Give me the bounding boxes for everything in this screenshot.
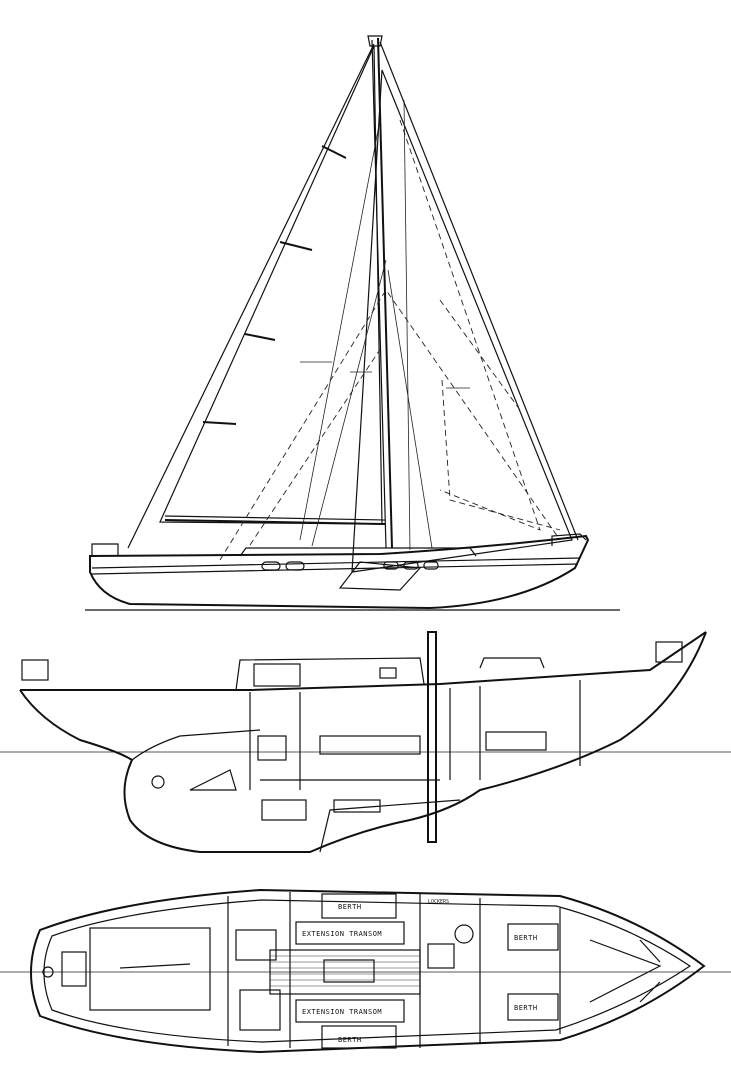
galley-counter — [235, 929, 277, 961]
mast — [377, 37, 393, 549]
batten-3 — [244, 333, 276, 341]
lazarette-hatch — [61, 951, 87, 987]
stern-fitting — [42, 966, 54, 978]
forward-lower — [403, 99, 411, 551]
porthole-1 — [261, 561, 281, 571]
bow-roller-2 — [639, 981, 661, 1003]
fwd-berth-upper — [507, 923, 559, 951]
saloon-table — [323, 959, 375, 983]
stern-pulpit — [91, 543, 119, 556]
shroud-3 — [387, 269, 433, 549]
ballast-keel — [319, 799, 461, 853]
label-berth-fwd-lower: BERTH — [514, 1004, 538, 1012]
label-berth-upper: BERTH — [338, 903, 362, 911]
rig-construction-2 — [249, 344, 384, 546]
profile-berth-fwd — [485, 731, 547, 751]
shroud-2 — [311, 259, 387, 547]
batten-1 — [321, 145, 347, 159]
sheer-stripe — [91, 563, 579, 575]
profile-hatch — [253, 663, 301, 687]
lower-transom — [295, 999, 405, 1023]
boom — [164, 519, 386, 525]
profile-cabin-trunk — [235, 657, 425, 691]
head-sink — [427, 943, 455, 969]
upper-berth — [321, 893, 397, 919]
forestay — [379, 41, 579, 541]
profile-galley — [257, 735, 287, 761]
lower-berth — [321, 1025, 397, 1049]
shroud-1 — [299, 119, 381, 541]
profile-fwd-hatch — [479, 657, 545, 669]
profile-port — [379, 667, 397, 679]
engine-box — [261, 799, 307, 821]
profile-counter — [131, 729, 261, 761]
mainsail — [159, 45, 383, 525]
profile-mast-step — [427, 631, 437, 843]
backstay — [127, 43, 375, 549]
bow-rail — [655, 641, 683, 663]
boom-top — [164, 515, 386, 521]
staysail-outline — [441, 379, 561, 531]
stern-rail — [21, 659, 49, 681]
sheer-line — [91, 557, 581, 569]
batten-2 — [279, 241, 313, 251]
saloon-sole — [269, 949, 421, 995]
hull-profile — [89, 534, 590, 610]
bow-pulpit — [551, 533, 587, 546]
upper-transom — [295, 921, 405, 945]
chain-locker — [589, 939, 662, 1003]
rig-construction-3 — [439, 299, 521, 411]
accommodation-plan: EXTENSION TRANSOM EXTENSION TRANSOM BERT… — [0, 888, 731, 1054]
bow-roller-1 — [639, 939, 661, 963]
inboard-profile — [0, 631, 731, 853]
profile-settee — [319, 735, 421, 755]
engine-mount — [189, 769, 237, 791]
label-extension-transom-lower: EXTENSION TRANSOM — [302, 1008, 382, 1016]
fwd-berth-lower — [507, 993, 559, 1021]
profile-hull — [19, 631, 707, 853]
porthole-2 — [285, 561, 305, 571]
label-extension-transom-upper: EXTENSION TRANSOM — [302, 930, 382, 938]
label-berth-fwd-upper: BERTH — [514, 934, 538, 942]
tank-box — [333, 799, 381, 813]
nav-station — [239, 989, 281, 1031]
head-toilet — [454, 924, 474, 944]
rig-construction-1 — [219, 289, 561, 561]
mast-aft-edge — [371, 39, 387, 549]
label-berth-lower: BERTH — [338, 1036, 362, 1044]
propeller — [151, 775, 165, 789]
saloon-sole-outline — [269, 949, 421, 995]
masthead — [367, 35, 383, 47]
label-lockers: LOCKERS — [428, 899, 449, 905]
sail-plan — [85, 35, 620, 611]
porthole-4 — [403, 561, 419, 570]
plan-hull-inner — [43, 899, 692, 1043]
cabin-house — [239, 547, 477, 557]
cockpit — [89, 927, 211, 1011]
jib-foot — [338, 561, 422, 591]
tiller — [119, 963, 191, 969]
genoa-outline — [399, 119, 541, 531]
plan-hull — [30, 888, 706, 1054]
porthole-5 — [423, 561, 439, 570]
batten-4 — [202, 421, 237, 425]
profile-deck — [20, 631, 707, 691]
